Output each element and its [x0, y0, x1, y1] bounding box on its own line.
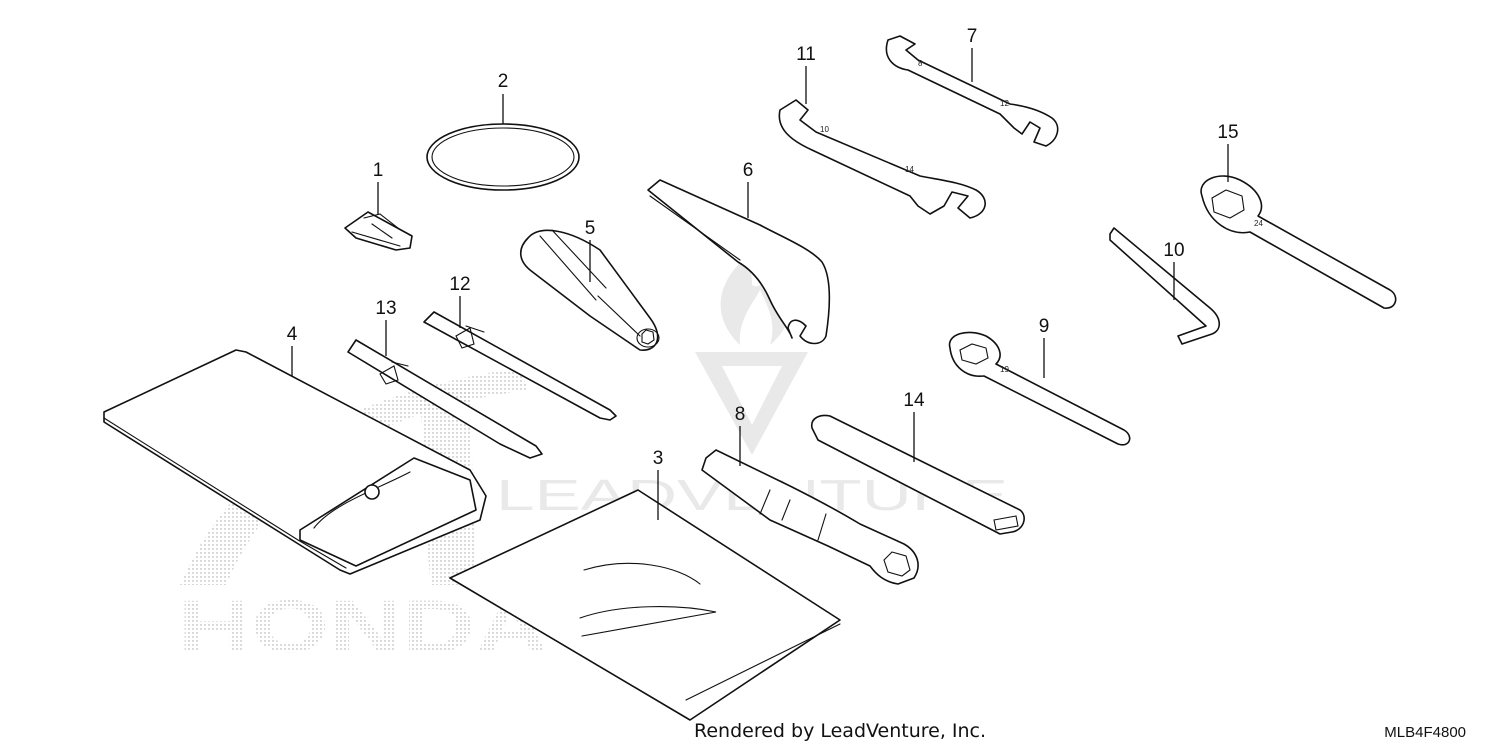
- callout-10: 10: [1163, 240, 1184, 261]
- callout-8: 8: [735, 404, 746, 425]
- callout-11: 11: [796, 44, 816, 65]
- callout-1: 1: [373, 160, 384, 181]
- part-1-clip: [344, 211, 413, 251]
- callout-4: 4: [287, 324, 298, 345]
- wrench-7-marking-large: 12: [1000, 99, 1009, 108]
- wrench-7-marking-small: 8: [918, 59, 923, 68]
- part-13-flat-bit: [347, 339, 543, 459]
- callout-15: 15: [1217, 122, 1238, 143]
- part-8-plug-wrench: [701, 449, 919, 585]
- part-4-tool-bag: [103, 349, 487, 575]
- callout-12: 12: [449, 274, 470, 295]
- diagram-code: MLB4F4800: [1384, 724, 1466, 741]
- callout-5: 5: [585, 218, 596, 239]
- callout-7: 7: [967, 26, 978, 47]
- callout-3: 3: [653, 448, 664, 469]
- leader-lines: [291, 48, 1229, 520]
- callout-14: 14: [903, 390, 925, 411]
- part-9-box-wrench: 19: [948, 331, 1131, 446]
- part-5-screwdriver-handle: [519, 229, 660, 351]
- callout-2: 2: [498, 71, 509, 92]
- part-3-document-pouch: [449, 489, 841, 721]
- part-14-flat-bar: [810, 414, 1025, 535]
- part-7-wrench: 8 12: [885, 35, 1059, 147]
- part-10-hex-key: [1109, 227, 1221, 345]
- render-credit: Rendered by LeadVenture, Inc.: [694, 720, 987, 742]
- part-2-o-ring: [426, 123, 580, 191]
- callout-labels: 1 2 3 4 5 6 7 8 9 10 11 12 13 14 15: [287, 26, 1239, 469]
- part-11-wrench: 10 14: [778, 99, 986, 219]
- wrench-11-marking-large: 14: [905, 165, 914, 174]
- part-12-phillips-bit: [423, 311, 617, 421]
- wrench-15-marking: 24: [1254, 219, 1263, 228]
- callout-6: 6: [743, 160, 754, 181]
- callout-9: 9: [1039, 316, 1050, 337]
- part-6-spanner: [647, 179, 831, 345]
- part-15-box-wrench: 24: [1200, 175, 1397, 309]
- wrench-11-marking-small: 10: [820, 125, 829, 134]
- callout-13: 13: [375, 298, 396, 319]
- wrench-9-marking: 19: [1000, 365, 1009, 374]
